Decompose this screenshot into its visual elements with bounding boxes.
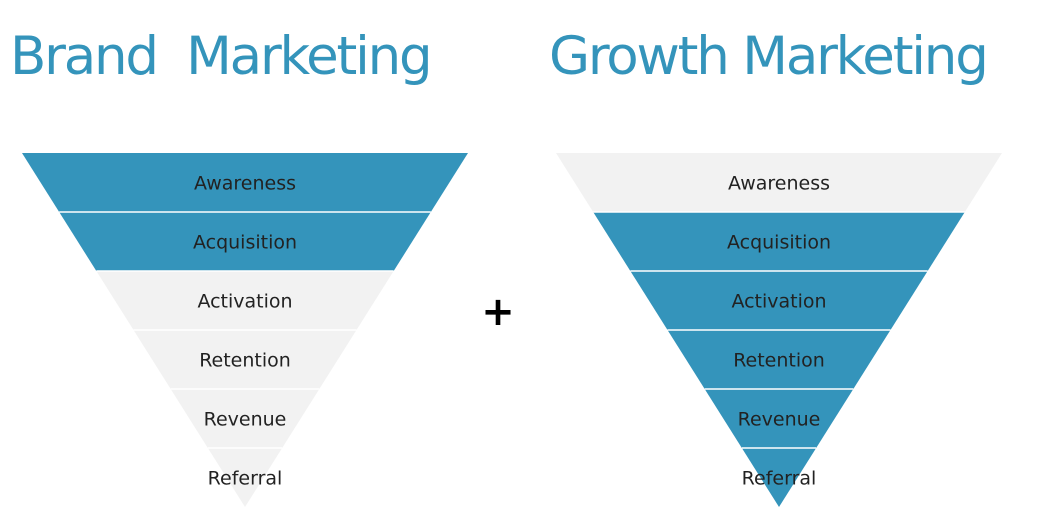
growth-funnel-label-activation: Activation — [731, 291, 826, 313]
brand-funnel-stage-retention — [133, 330, 357, 389]
growth-funnel-label-revenue: Revenue — [738, 409, 821, 431]
brand-funnel-stage-acquisition — [59, 212, 431, 271]
brand-marketing-title: Brand Marketing — [10, 26, 433, 87]
growth-funnel-stage-revenue — [704, 389, 854, 448]
brand-funnel-stage-awareness — [22, 153, 468, 212]
growth-funnel-stage-acquisition — [593, 212, 965, 271]
growth-funnel-stage-referral — [741, 448, 817, 507]
growth-funnel-label-retention: Retention — [733, 350, 825, 372]
brand-funnel-stage-revenue — [170, 389, 320, 448]
brand-funnel-label-awareness: Awareness — [194, 173, 296, 195]
brand-funnel-label-referral: Referral — [208, 468, 283, 490]
brand-funnel-label-retention: Retention — [199, 350, 291, 372]
brand-funnel-stage-referral — [207, 448, 283, 507]
growth-funnel-stage-retention — [667, 330, 891, 389]
growth-marketing-title: Growth Marketing — [549, 26, 989, 87]
growth-funnel-stage-awareness — [556, 153, 1002, 212]
brand-funnel-stage-activation — [96, 271, 394, 330]
plus-operator: + — [481, 289, 515, 335]
brand-funnel-label-revenue: Revenue — [204, 409, 287, 431]
growth-funnel-label-referral: Referral — [742, 468, 817, 490]
growth-funnel-label-awareness: Awareness — [728, 173, 830, 195]
brand-funnel-label-activation: Activation — [197, 291, 292, 313]
growth-funnel-stage-activation — [630, 271, 928, 330]
brand-funnel-label-acquisition: Acquisition — [193, 232, 297, 254]
growth-funnel-label-acquisition: Acquisition — [727, 232, 831, 254]
